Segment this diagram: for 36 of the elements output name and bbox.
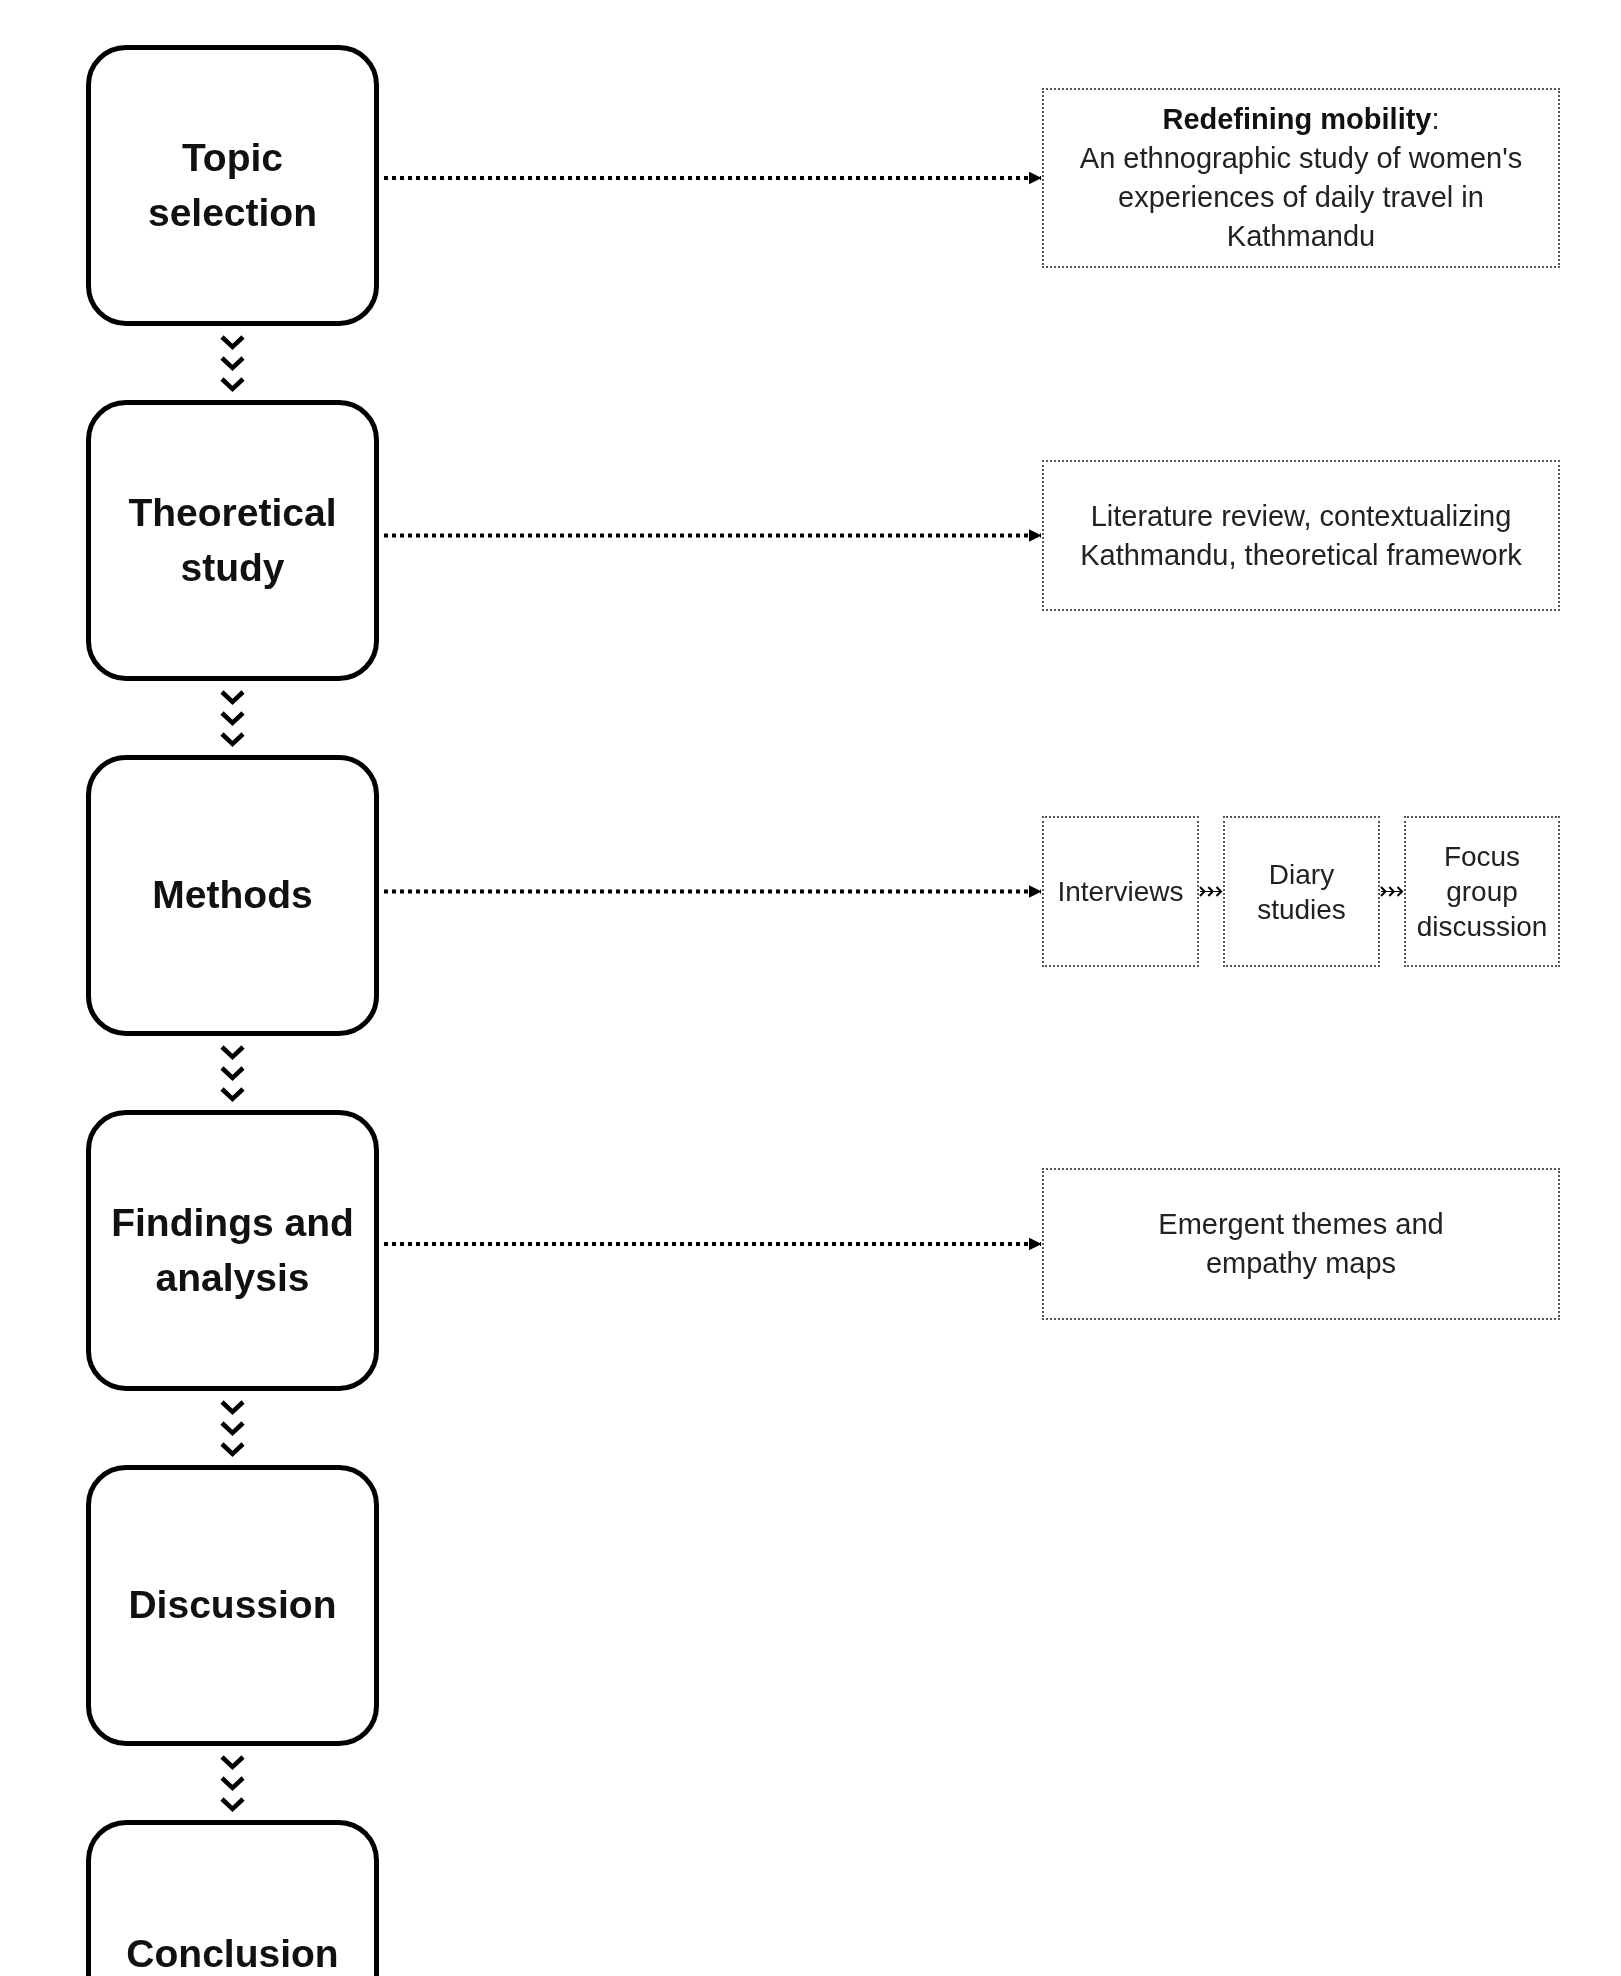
dotted-arrow: [384, 1237, 1042, 1251]
chevron-arrow: [1199, 886, 1222, 897]
note-box: [1404, 816, 1560, 967]
dotted-arrow: [384, 171, 1042, 185]
note-text: Interviews: [1057, 875, 1184, 909]
step-box: [86, 1820, 379, 1976]
note-heading: Redefining mobility:: [1162, 102, 1440, 138]
step-label: Methods: [152, 872, 313, 919]
note-text: An ethnographic study of women's experiences of daily travel in Kathmandu: [1078, 141, 1524, 254]
note-text: Diary studies: [1256, 857, 1347, 927]
step-box: [86, 1110, 379, 1391]
step-label: Discussion: [128, 1582, 337, 1629]
dotted-arrow: [384, 885, 1042, 898]
step-label: Topic selection: [146, 134, 319, 236]
step-label: Findings and analysis: [110, 1199, 355, 1301]
note-box: [1042, 88, 1560, 268]
step-label: Theoretical study: [127, 489, 338, 591]
step-box: [86, 755, 379, 1036]
chevron-arrow: [219, 689, 246, 748]
chevron-arrow: [219, 1044, 246, 1103]
chevron-arrow: [219, 1754, 246, 1813]
note-text: Emergent themes and empathy maps: [1157, 1207, 1445, 1281]
step-box: [86, 400, 379, 681]
step-label: Conclusion: [126, 1933, 339, 1976]
chevron-arrow: [219, 1399, 246, 1458]
note-text: Literature review, contextualizing Kathmandu, theoretical framework: [1079, 498, 1523, 573]
step-box: [86, 1465, 379, 1746]
note-box: [1223, 816, 1380, 967]
chevron-arrow: [1380, 886, 1403, 897]
step-box: [86, 45, 379, 326]
note-box: [1042, 816, 1199, 967]
note-box: [1042, 1168, 1560, 1320]
note-text: Focus group discussion: [1415, 840, 1549, 944]
note-box: [1042, 460, 1560, 611]
dotted-arrow: [384, 529, 1042, 542]
chevron-arrow: [219, 334, 246, 393]
